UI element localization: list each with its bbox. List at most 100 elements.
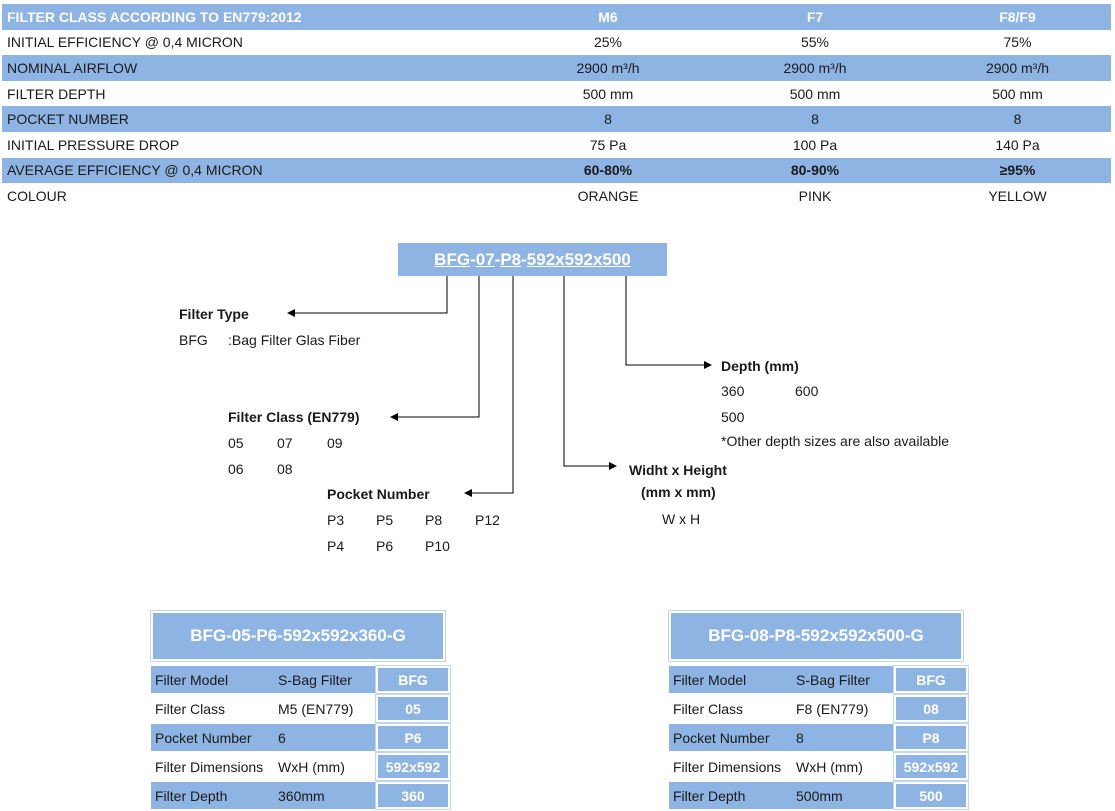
example-code: 500 xyxy=(894,782,968,809)
example-code: 08 xyxy=(894,695,968,722)
filter-class-option: 05 xyxy=(228,435,244,451)
header-label: FILTER CLASS ACCORDING TO EN779:2012 xyxy=(2,4,510,30)
table-row: Pocket Number 8 P8 xyxy=(669,724,968,751)
filter-class-option: 07 xyxy=(277,435,293,451)
example-value: M5 (EN779) xyxy=(274,695,376,722)
code-class: 07 xyxy=(475,250,495,269)
example-key: Filter Depth xyxy=(151,782,274,809)
table-row: Filter Depth 360mm 360 xyxy=(151,782,450,809)
product-code: BFG-07-P8-592x592x500 xyxy=(398,243,667,276)
row-label: NOMINAL AIRFLOW xyxy=(2,55,510,81)
example-code: BFG xyxy=(376,666,450,693)
arrow-pocket-number xyxy=(464,276,514,497)
table-row: Pocket Number 6 P6 xyxy=(151,724,450,751)
size-unit: (mm x mm) xyxy=(641,484,716,500)
pocket-option: P10 xyxy=(425,538,450,554)
pocket-option: P5 xyxy=(376,512,394,528)
example-key: Filter Class xyxy=(669,695,792,722)
connector-lines xyxy=(287,276,712,497)
depth-option: 500 xyxy=(721,409,745,425)
filter-class-option: 08 xyxy=(277,461,293,477)
filter-type-code: BFG xyxy=(179,332,208,348)
table-row: Filter Dimensions WxH (mm) 592x592 xyxy=(151,753,450,780)
header-f7: F7 xyxy=(706,4,924,30)
example-code-title: BFG-08-P8-592x592x500-G xyxy=(669,611,963,661)
cell: ≥95% xyxy=(924,157,1111,184)
table-row: NOMINAL AIRFLOW 2900 m³/h 2900 m³/h 2900… xyxy=(2,55,1111,81)
pocket-option: P4 xyxy=(327,538,345,554)
cell: 8 xyxy=(924,106,1111,132)
code-sep: - xyxy=(494,250,501,269)
header-m6: M6 xyxy=(510,4,706,30)
cell: 2900 m³/h xyxy=(510,55,706,81)
filter-class-table: FILTER CLASS ACCORDING TO EN779:2012 M6 … xyxy=(2,4,1111,209)
table-row: Filter Model S-Bag Filter BFG xyxy=(669,666,968,693)
cell: 55% xyxy=(800,34,830,51)
example-table: Filter Model S-Bag Filter BFG Filter Cla… xyxy=(669,664,968,811)
table-row: Filter Class F8 (EN779) 08 xyxy=(669,695,968,722)
table-row: FILTER DEPTH 500 mm 500 mm 500 mm xyxy=(2,81,1111,107)
table-row: INITIAL EFFICIENCY @ 0,4 MICRON 25% 55% … xyxy=(2,30,1111,56)
cell: YELLOW xyxy=(988,187,1047,204)
cell: 80-90% xyxy=(706,157,924,184)
example-code: 592x592 xyxy=(894,753,968,780)
example-key: Filter Dimensions xyxy=(151,753,274,780)
example-value: WxH (mm) xyxy=(274,753,376,780)
cell: 60-80% xyxy=(510,157,706,184)
example-value: 500mm xyxy=(792,782,894,809)
cell: 500 mm xyxy=(582,85,634,102)
arrow-size xyxy=(563,276,617,470)
example-value: 360mm xyxy=(274,782,376,809)
example-code-title: BFG-05-P6-592x592x360-G xyxy=(151,611,445,661)
depth-option: 600 xyxy=(795,383,819,399)
table-row: COLOUR ORANGE PINK YELLOW xyxy=(2,183,1111,209)
row-label: AVERAGE EFFICIENCY @ 0,4 MICRON xyxy=(2,157,510,184)
table-row: POCKET NUMBER 8 8 8 xyxy=(2,106,1111,132)
cell: 75% xyxy=(1003,34,1032,51)
table-row: Filter Depth 500mm 500 xyxy=(669,782,968,809)
arrow-filter-type xyxy=(287,276,448,317)
row-label: INITIAL PRESSURE DROP xyxy=(7,136,180,153)
size-value: W x H xyxy=(662,511,701,527)
example-value: S-Bag Filter xyxy=(274,666,376,693)
example-code: P6 xyxy=(376,724,450,751)
cell: 8 xyxy=(706,106,924,132)
pocket-option: P12 xyxy=(475,512,500,528)
pocket-option: P6 xyxy=(376,538,394,554)
example-code: 592x592 xyxy=(376,753,450,780)
example-key: Filter Model xyxy=(669,666,792,693)
cell: 8 xyxy=(510,106,706,132)
code-type: BFG xyxy=(434,250,471,269)
cell: 2900 m³/h xyxy=(706,55,924,81)
cell: PINK xyxy=(798,187,832,204)
cell: 100 Pa xyxy=(792,136,838,153)
cell: 25% xyxy=(593,34,623,51)
example-code: P8 xyxy=(894,724,968,751)
example-card: BFG-05-P6-592x592x360-G Filter Model S-B… xyxy=(151,611,450,811)
cell: 500 mm xyxy=(789,85,841,102)
row-label: POCKET NUMBER xyxy=(2,106,510,132)
depth-option: 360 xyxy=(721,383,745,399)
cell: 75 Pa xyxy=(589,136,627,153)
code-sep: - xyxy=(521,250,527,269)
cell: ORANGE xyxy=(577,187,639,204)
pocket-option: P8 xyxy=(425,512,443,528)
example-table: Filter Model S-Bag Filter BFG Filter Cla… xyxy=(151,664,450,811)
example-key: Filter Class xyxy=(151,695,274,722)
filter-type-desc: :Bag Filter Glas Fiber xyxy=(228,332,361,348)
depth-title: Depth (mm) xyxy=(721,358,799,374)
table-row: Filter Model S-Bag Filter BFG xyxy=(151,666,450,693)
row-label: COLOUR xyxy=(7,187,67,204)
filter-type-title: Filter Type xyxy=(179,306,249,322)
table-row: Filter Class M5 (EN779) 05 xyxy=(151,695,450,722)
filter-class-option: 09 xyxy=(327,435,343,451)
depth-note: *Other depth sizes are also available xyxy=(721,433,950,449)
filter-class-option: 06 xyxy=(228,461,244,477)
filter-class-title: Filter Class (EN779) xyxy=(228,409,360,425)
example-key: Filter Model xyxy=(151,666,274,693)
example-value: 6 xyxy=(274,724,376,751)
example-code: 05 xyxy=(376,695,450,722)
example-value: WxH (mm) xyxy=(792,753,894,780)
example-key: Filter Depth xyxy=(669,782,792,809)
row-label: FILTER DEPTH xyxy=(7,85,106,102)
